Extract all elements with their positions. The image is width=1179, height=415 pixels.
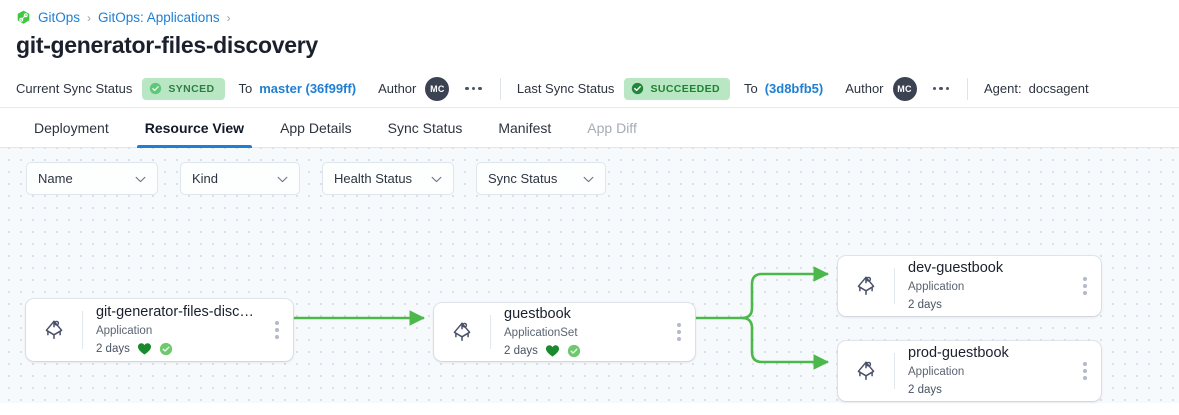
gitops-hex-icon bbox=[16, 10, 31, 25]
filter-bar: Name Kind Health Status Sync Status bbox=[26, 162, 606, 195]
node-title: dev-guestbook bbox=[908, 260, 1004, 276]
filter-kind-label: Kind bbox=[192, 171, 219, 186]
current-sync-status-badge-text: SYNCED bbox=[168, 82, 215, 95]
node-title: git-generator-files-disco… bbox=[95, 304, 257, 320]
current-author-label: Author bbox=[378, 81, 417, 96]
check-circle-synced-icon bbox=[567, 344, 581, 358]
node-age: 2 days bbox=[504, 345, 538, 357]
agent-value: docsagent bbox=[1028, 81, 1089, 96]
tab-app-details[interactable]: App Details bbox=[280, 119, 352, 136]
breadcrumb-item-gitops[interactable]: GitOps bbox=[38, 10, 81, 25]
last-sync-status-label: Last Sync Status bbox=[516, 81, 615, 96]
graph-node-prod-guestbook[interactable]: prod-guestbook Application 2 days bbox=[838, 341, 1101, 401]
filter-kind[interactable]: Kind bbox=[180, 162, 300, 195]
argo-application-icon bbox=[434, 319, 490, 345]
graph-node-git-generator-files-discovery[interactable]: git-generator-files-disco… Application 2… bbox=[26, 299, 293, 361]
last-author-label: Author bbox=[845, 81, 884, 96]
node-kind: ApplicationSet bbox=[504, 327, 578, 339]
node-age: 2 days bbox=[908, 384, 942, 396]
tab-deployment[interactable]: Deployment bbox=[34, 119, 109, 136]
filter-health-status-label: Health Status bbox=[334, 171, 413, 186]
chevron-down-icon bbox=[583, 171, 594, 186]
node-age: 2 days bbox=[95, 343, 130, 355]
current-revision-link[interactable]: master (36f99ff) bbox=[259, 81, 357, 96]
filter-name-label: Name bbox=[38, 171, 73, 186]
tab-bar: Deployment Resource View App Details Syn… bbox=[0, 108, 1179, 148]
graph-edges bbox=[293, 266, 830, 370]
current-author-avatar[interactable]: MC bbox=[425, 76, 450, 101]
node-kind: Application bbox=[908, 366, 965, 378]
node-content: prod-guestbook Application 2 days bbox=[895, 335, 1075, 407]
edge-guestbook-to-dev bbox=[741, 266, 830, 320]
filter-sync-status[interactable]: Sync Status bbox=[476, 162, 606, 195]
heart-healthy-icon bbox=[545, 344, 560, 358]
graph-node-guestbook[interactable]: guestbook ApplicationSet 2 days bbox=[434, 303, 695, 361]
argo-application-icon bbox=[838, 273, 894, 299]
graph-node-dev-guestbook[interactable]: dev-guestbook Application 2 days bbox=[838, 256, 1101, 316]
filter-sync-status-label: Sync Status bbox=[488, 171, 558, 186]
argo-application-icon bbox=[26, 317, 82, 343]
check-circle-filled-icon bbox=[631, 82, 644, 95]
last-sync-status-badge-text: SUCCEEDED bbox=[650, 82, 720, 95]
chevron-down-icon bbox=[431, 171, 442, 186]
node-more-vertical-icon[interactable] bbox=[267, 313, 293, 347]
breadcrumb: GitOps › GitOps: Applications › bbox=[0, 0, 1179, 25]
node-meta: 2 days bbox=[908, 382, 1065, 398]
node-divider bbox=[894, 268, 895, 304]
node-more-vertical-icon[interactable] bbox=[669, 315, 695, 349]
chevron-down-icon bbox=[135, 171, 146, 186]
current-sync-status-label: Current Sync Status bbox=[16, 81, 133, 96]
chevron-down-icon bbox=[277, 171, 288, 186]
node-title: prod-guestbook bbox=[908, 345, 1009, 361]
node-divider bbox=[82, 311, 83, 349]
node-more-vertical-icon[interactable] bbox=[1075, 354, 1101, 388]
agent-label: Agent: bbox=[984, 81, 1022, 96]
heart-healthy-icon bbox=[137, 342, 152, 356]
status-divider bbox=[499, 77, 501, 100]
node-divider bbox=[894, 353, 895, 389]
node-content: dev-guestbook Application 2 days bbox=[895, 250, 1075, 322]
check-circle-synced-icon bbox=[159, 342, 173, 356]
node-title: guestbook bbox=[504, 306, 571, 322]
filter-health-status[interactable]: Health Status bbox=[322, 162, 454, 195]
filter-name[interactable]: Name bbox=[26, 162, 158, 195]
node-kind: Application bbox=[908, 281, 965, 293]
last-author-avatar[interactable]: MC bbox=[892, 76, 917, 101]
breadcrumb-separator: › bbox=[87, 10, 92, 25]
node-kind: Application bbox=[95, 325, 153, 337]
node-meta: 2 days bbox=[96, 341, 257, 357]
node-age: 2 days bbox=[908, 299, 942, 311]
page-title: git-generator-files-discovery bbox=[16, 32, 318, 58]
tab-manifest[interactable]: Manifest bbox=[498, 119, 552, 136]
last-sync-more-icon[interactable] bbox=[931, 83, 952, 95]
current-sync-to-label: To bbox=[238, 81, 253, 96]
breadcrumb-separator: › bbox=[226, 10, 231, 25]
current-sync-more-icon[interactable] bbox=[463, 83, 484, 95]
status-divider bbox=[967, 77, 969, 100]
check-circle-icon bbox=[149, 82, 162, 95]
node-content: git-generator-files-disco… Application 2… bbox=[83, 294, 267, 366]
last-sync-status-badge: SUCCEEDED bbox=[624, 77, 730, 100]
node-divider bbox=[490, 315, 491, 349]
tab-sync-status[interactable]: Sync Status bbox=[387, 119, 463, 136]
tab-app-diff: App Diff bbox=[587, 119, 637, 136]
argo-application-icon bbox=[838, 358, 894, 384]
last-revision-link[interactable]: (3d8bfb5) bbox=[764, 81, 824, 96]
edge-guestbook-to-prod bbox=[741, 316, 830, 370]
breadcrumb-item-gitops-applications[interactable]: GitOps: Applications bbox=[98, 10, 220, 25]
current-sync-status-badge: SYNCED bbox=[142, 77, 225, 100]
tab-resource-view[interactable]: Resource View bbox=[127, 108, 262, 148]
node-meta: 2 days bbox=[504, 343, 659, 359]
last-sync-to-label: To bbox=[743, 81, 758, 96]
node-meta: 2 days bbox=[908, 297, 1065, 313]
status-bar: Current Sync Status SYNCED To master (36… bbox=[0, 70, 1179, 108]
node-more-vertical-icon[interactable] bbox=[1075, 269, 1101, 303]
node-content: guestbook ApplicationSet 2 days bbox=[491, 296, 669, 368]
